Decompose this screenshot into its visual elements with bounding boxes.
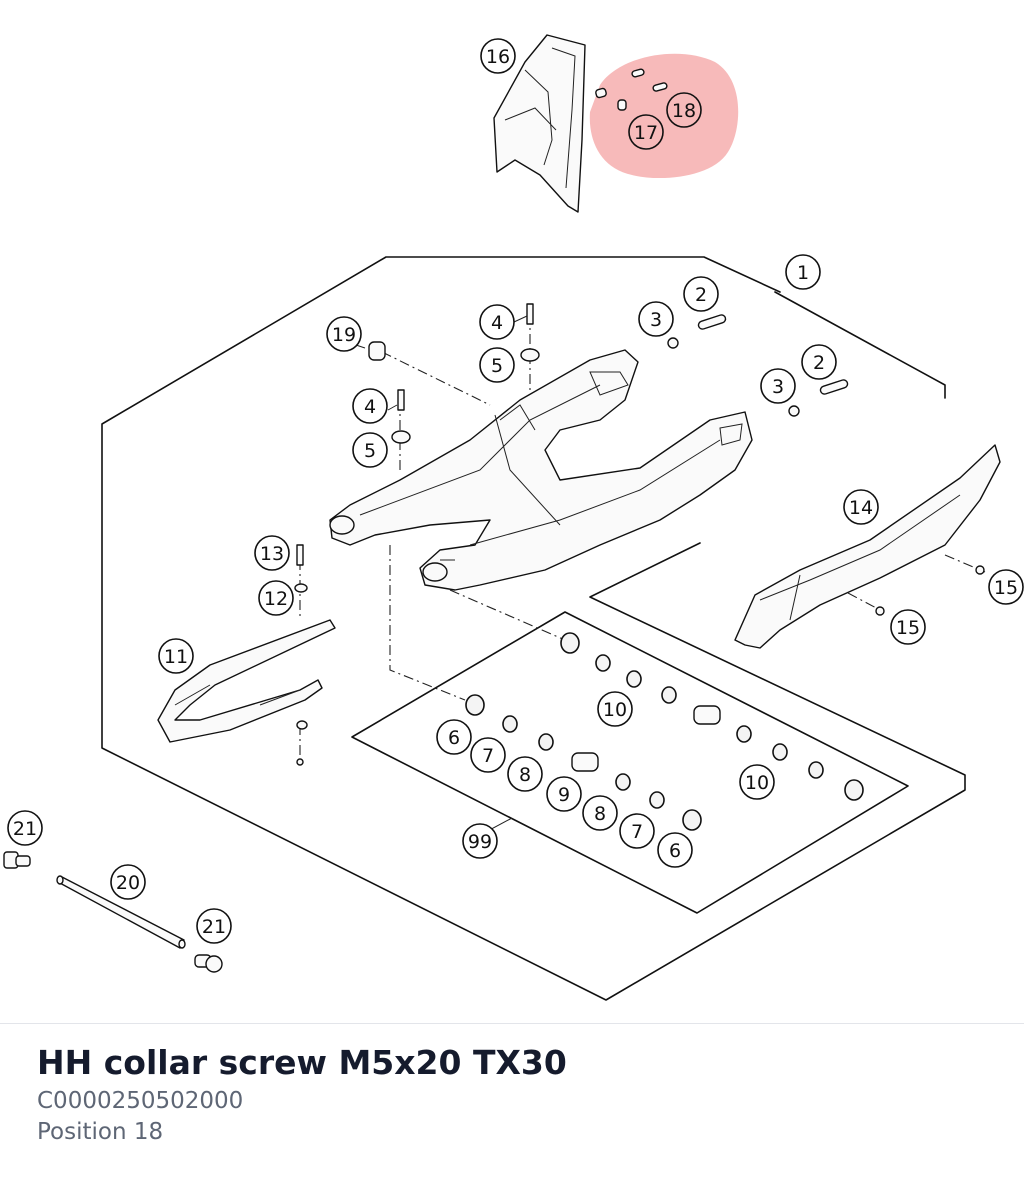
callout-5[interactable]: 5 [352,432,388,468]
callout-circle[interactable] [7,810,43,846]
callout-circle[interactable] [479,304,515,340]
callout-circle[interactable] [507,756,543,792]
callout-circle[interactable] [110,864,146,900]
callout-circle[interactable] [462,823,498,859]
callout-circle[interactable] [352,388,388,424]
callout-8[interactable]: 8 [507,756,543,792]
callout-circle[interactable] [666,92,702,128]
callout-circle[interactable] [582,795,618,831]
callout-1[interactable]: 1 [785,254,821,290]
callout-circle[interactable] [801,344,837,380]
callout-circle[interactable] [479,347,515,383]
callout-8[interactable]: 8 [582,795,618,831]
part-position: Position 18 [37,1119,164,1145]
callout-99[interactable]: 99 [462,823,498,859]
callout-circle[interactable] [628,114,664,150]
callout-circle[interactable] [890,609,926,645]
callout-14[interactable]: 14 [843,489,879,525]
callout-13[interactable]: 13 [254,535,290,571]
part-info-panel: HH collar screw M5x20 TX30 C000025050200… [37,1040,567,1148]
chain-slider-part [734,444,1001,649]
callout-21[interactable]: 21 [7,810,43,846]
callout-circle[interactable] [683,276,719,312]
callout-15[interactable]: 15 [890,609,926,645]
callout-10[interactable]: 10 [597,691,633,727]
callout-7[interactable]: 7 [470,737,506,773]
callout-circle[interactable] [196,908,232,944]
callout-circle[interactable] [760,368,796,404]
callout-15[interactable]: 15 [988,569,1024,605]
callout-circle[interactable] [480,38,516,74]
divider [0,1023,1024,1024]
callout-9[interactable]: 9 [546,776,582,812]
callout-circle[interactable] [254,535,290,571]
callout-circle[interactable] [258,580,294,616]
rear-mudguard-part [493,34,586,213]
callout-19[interactable]: 19 [326,316,362,352]
part-name: HH collar screw M5x20 TX30 [37,1043,567,1082]
callout-10[interactable]: 10 [739,764,775,800]
callout-12[interactable]: 12 [258,580,294,616]
small-hardware [294,303,985,766]
callout-circle[interactable] [843,489,879,525]
callout-2[interactable]: 2 [683,276,719,312]
callout-2[interactable]: 2 [801,344,837,380]
callout-circle[interactable] [546,776,582,812]
callout-circle[interactable] [988,569,1024,605]
callout-6[interactable]: 6 [657,832,693,868]
callout-circle[interactable] [158,638,194,674]
hardware-17-18 [595,68,668,111]
callout-4[interactable]: 4 [352,388,388,424]
callout-3[interactable]: 3 [638,301,674,337]
swingarm-part [329,349,753,591]
callout-circle[interactable] [326,316,362,352]
callout-16[interactable]: 16 [480,38,516,74]
callout-11[interactable]: 11 [158,638,194,674]
callout-circle[interactable] [619,813,655,849]
callout-4[interactable]: 4 [479,304,515,340]
callout-21[interactable]: 21 [196,908,232,944]
callout-circle[interactable] [436,719,472,755]
callout-3[interactable]: 3 [760,368,796,404]
bearing-kit-outline [351,611,909,914]
highlight-area [589,53,739,179]
pivot-axle-parts [3,851,223,973]
callout-6[interactable]: 6 [436,719,472,755]
callout-circle[interactable] [785,254,821,290]
callout-circle[interactable] [638,301,674,337]
assembly-outline [101,256,966,1001]
callout-circle[interactable] [470,737,506,773]
bearing-kit-parts [465,632,864,831]
exploded-parts-diagram: 1617181232319454514151513121110678987610… [3,34,1024,1001]
callout-circle[interactable] [657,832,693,868]
callout-5[interactable]: 5 [479,347,515,383]
callout-circle[interactable] [739,764,775,800]
callout-7[interactable]: 7 [619,813,655,849]
part-number: C0000250502000 [37,1088,244,1114]
callout-circle[interactable] [597,691,633,727]
chain-guide-part [157,619,336,743]
callout-20[interactable]: 20 [110,864,146,900]
callout-circle[interactable] [352,432,388,468]
